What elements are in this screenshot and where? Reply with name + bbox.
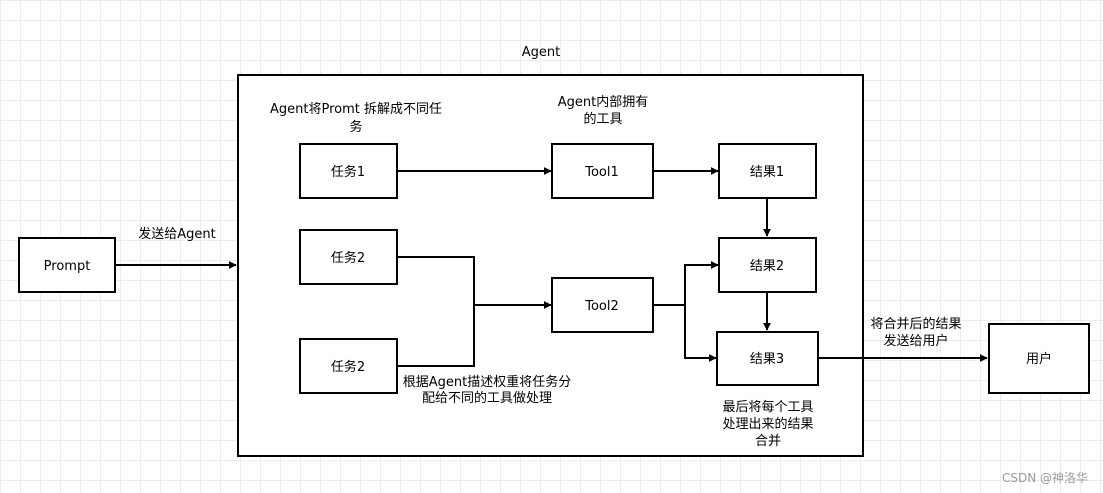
- split-note-line2: 务: [349, 119, 362, 135]
- node-prompt: Prompt: [18, 237, 116, 293]
- node-task2-lower-label: 任务2: [331, 359, 365, 375]
- node-result3-label: 结果3: [750, 352, 784, 367]
- node-tool1: Tool1: [551, 143, 654, 199]
- send-to-user-line2: 发送给用户: [883, 333, 948, 349]
- edge-tasks2-merge: [398, 256, 475, 367]
- node-tool2: Tool2: [551, 277, 654, 333]
- node-task2-upper-label: 任务2: [331, 250, 365, 266]
- node-task2-upper: 任务2: [299, 229, 398, 285]
- assign-note-line1: 根据Agent描述权重将任务分: [403, 374, 571, 390]
- node-result3: 结果3: [716, 331, 819, 386]
- assign-note-line2: 配给不同的工具做处理: [422, 390, 552, 406]
- agent-title: Agent: [522, 45, 560, 60]
- merge-note-line3: 合并: [755, 434, 781, 449]
- node-tool2-label: Tool2: [584, 299, 619, 314]
- node-user-label: 用户: [1026, 351, 1052, 367]
- node-result2-label: 结果2: [750, 259, 784, 274]
- edge-tool2-to-result2: [653, 261, 719, 306]
- node-prompt-label: Prompt: [44, 259, 91, 274]
- send-to-agent-label: 发送给Agent: [138, 226, 215, 242]
- edge-tool2-to-result3: [684, 305, 717, 362]
- node-tool1-label: Tool1: [584, 165, 619, 180]
- watermark: CSDN @神洛华: [1002, 470, 1088, 485]
- send-to-user-line1: 将合并后的结果: [870, 316, 961, 332]
- tools-note-line1: Agent内部拥有: [558, 94, 648, 110]
- node-user: 用户: [988, 323, 1090, 394]
- node-result2: 结果2: [718, 237, 817, 293]
- merge-note-line2: 处理出来的结果: [722, 416, 813, 432]
- merge-note-line1: 最后将每个工具: [722, 399, 813, 415]
- node-task2-lower: 任务2: [299, 338, 398, 394]
- tools-note-line2: 的工具: [583, 111, 622, 127]
- node-result1-label: 结果1: [750, 165, 784, 180]
- split-note-line1: Agent将Promt 拆解成不同任: [270, 102, 442, 117]
- node-result1: 结果1: [718, 143, 817, 199]
- node-task1: 任务1: [299, 143, 398, 199]
- node-task1-label: 任务1: [331, 164, 365, 180]
